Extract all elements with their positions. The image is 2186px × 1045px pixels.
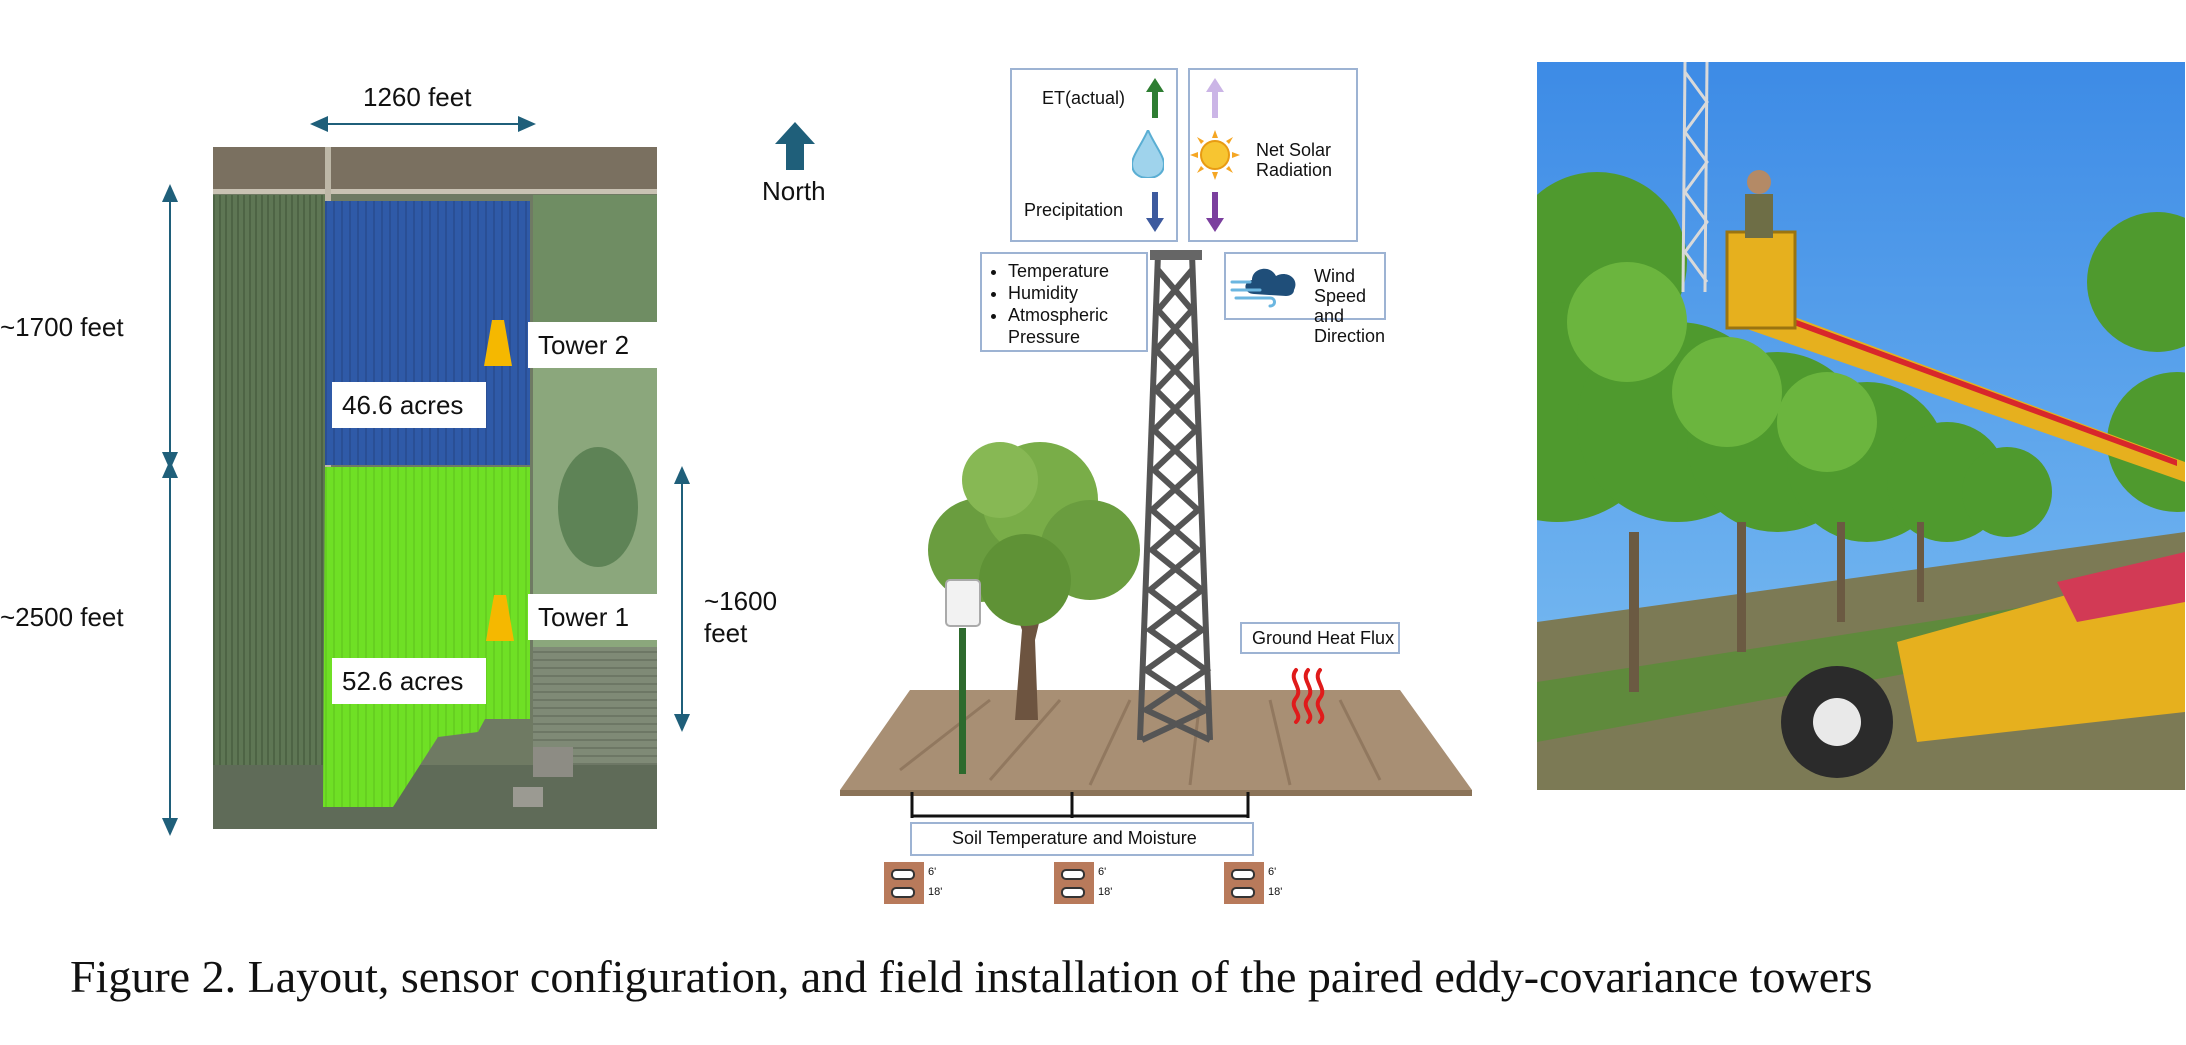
field-scene bbox=[840, 250, 1472, 818]
met-variables-list: Temperature Humidity Atmospheric Pressur… bbox=[982, 260, 1146, 348]
water-flux-box: ET(actual) Precipitation bbox=[1010, 68, 1178, 242]
width-label: 1260 feet bbox=[363, 82, 472, 112]
field-south bbox=[323, 467, 530, 807]
ground-heat-box: Ground Heat Flux bbox=[1240, 622, 1400, 654]
met-var-humidity: Humidity bbox=[1008, 282, 1146, 304]
tower2-label: Tower 2 bbox=[528, 322, 662, 368]
radiation-down-arrow-icon bbox=[1206, 192, 1224, 232]
net-solar-label: Net Solar Radiation bbox=[1256, 140, 1332, 180]
soil-box: Soil Temperature and Moisture bbox=[910, 822, 1254, 856]
field-north-area: 46.6 acres bbox=[332, 382, 486, 428]
probe-depth-shallow: 6' bbox=[1268, 866, 1277, 878]
tower2-marker-icon bbox=[484, 320, 512, 366]
et-up-arrow-icon bbox=[1146, 78, 1164, 118]
soil-probe-1: 6' 18' bbox=[884, 862, 942, 909]
satellite-map bbox=[213, 147, 657, 829]
soil-probe-icon bbox=[1054, 862, 1094, 904]
radiation-box: Net Solar Radiation bbox=[1188, 68, 1358, 242]
tower1-marker-icon bbox=[486, 595, 514, 641]
met-variables-box: Temperature Humidity Atmospheric Pressur… bbox=[980, 252, 1148, 352]
north-height-label: ~1700 feet bbox=[0, 312, 124, 342]
dimension-lines bbox=[162, 116, 690, 836]
et-label: ET(actual) bbox=[1042, 88, 1126, 108]
probe-depth-deep: 18' bbox=[1268, 886, 1283, 898]
probe-depth-shallow: 6' bbox=[928, 866, 937, 878]
soil-probe-3: 6' 18' bbox=[1224, 862, 1282, 909]
field-installation-photo bbox=[1537, 62, 2185, 790]
radiation-up-arrow-icon bbox=[1206, 78, 1224, 118]
water-drop-icon bbox=[1132, 130, 1164, 178]
probe-depth-deep: 18' bbox=[1098, 886, 1113, 898]
sensor-enclosure-icon bbox=[945, 579, 981, 627]
soil-label: Soil Temperature and Moisture bbox=[952, 828, 1197, 848]
wind-label: Wind Speed and Direction bbox=[1314, 266, 1385, 346]
sensor-pole bbox=[959, 628, 966, 774]
net-solar-line2: Radiation bbox=[1256, 160, 1333, 180]
soil-probe-icon bbox=[884, 862, 924, 904]
field-south-area: 52.6 acres bbox=[332, 658, 486, 704]
sun-icon bbox=[1190, 130, 1240, 180]
wind-box: Wind Speed and Direction bbox=[1224, 252, 1386, 346]
net-solar-line1: Net Solar bbox=[1256, 140, 1332, 160]
heat-wave-icon bbox=[1291, 668, 1325, 724]
tower-spacing-unit: feet bbox=[704, 618, 748, 648]
met-var-temperature: Temperature bbox=[1008, 260, 1146, 282]
soil-bracket bbox=[910, 792, 1250, 818]
tower-structure-icon bbox=[1137, 253, 1213, 743]
figure-caption: Figure 2. Layout, sensor configuration, … bbox=[70, 951, 1873, 1002]
soil-probe-2: 6' 18' bbox=[1054, 862, 1112, 909]
probe-depth-shallow: 6' bbox=[1098, 866, 1107, 878]
south-height-label: ~2500 feet bbox=[0, 602, 124, 632]
tree-canopy-icon bbox=[928, 442, 1140, 626]
ground-heat-label: Ground Heat Flux bbox=[1252, 628, 1395, 648]
tower1-label: Tower 1 bbox=[528, 594, 662, 640]
probe-depth-deep: 18' bbox=[928, 886, 943, 898]
tower-spacing-label: ~1600 feet bbox=[704, 585, 777, 649]
cloud-wind-icon bbox=[1230, 268, 1296, 308]
tower-spacing-value: ~1600 bbox=[704, 586, 778, 616]
wind-line2: and Direction bbox=[1314, 306, 1386, 346]
met-var-pressure: Atmospheric Pressure bbox=[1008, 304, 1146, 348]
north-arrow-icon bbox=[775, 122, 815, 170]
precipitation-down-arrow-icon bbox=[1146, 192, 1164, 232]
north-label: North bbox=[762, 176, 826, 206]
wind-line1: Wind Speed bbox=[1314, 266, 1367, 306]
soil-probe-icon bbox=[1224, 862, 1264, 904]
precipitation-label: Precipitation bbox=[1024, 200, 1124, 220]
